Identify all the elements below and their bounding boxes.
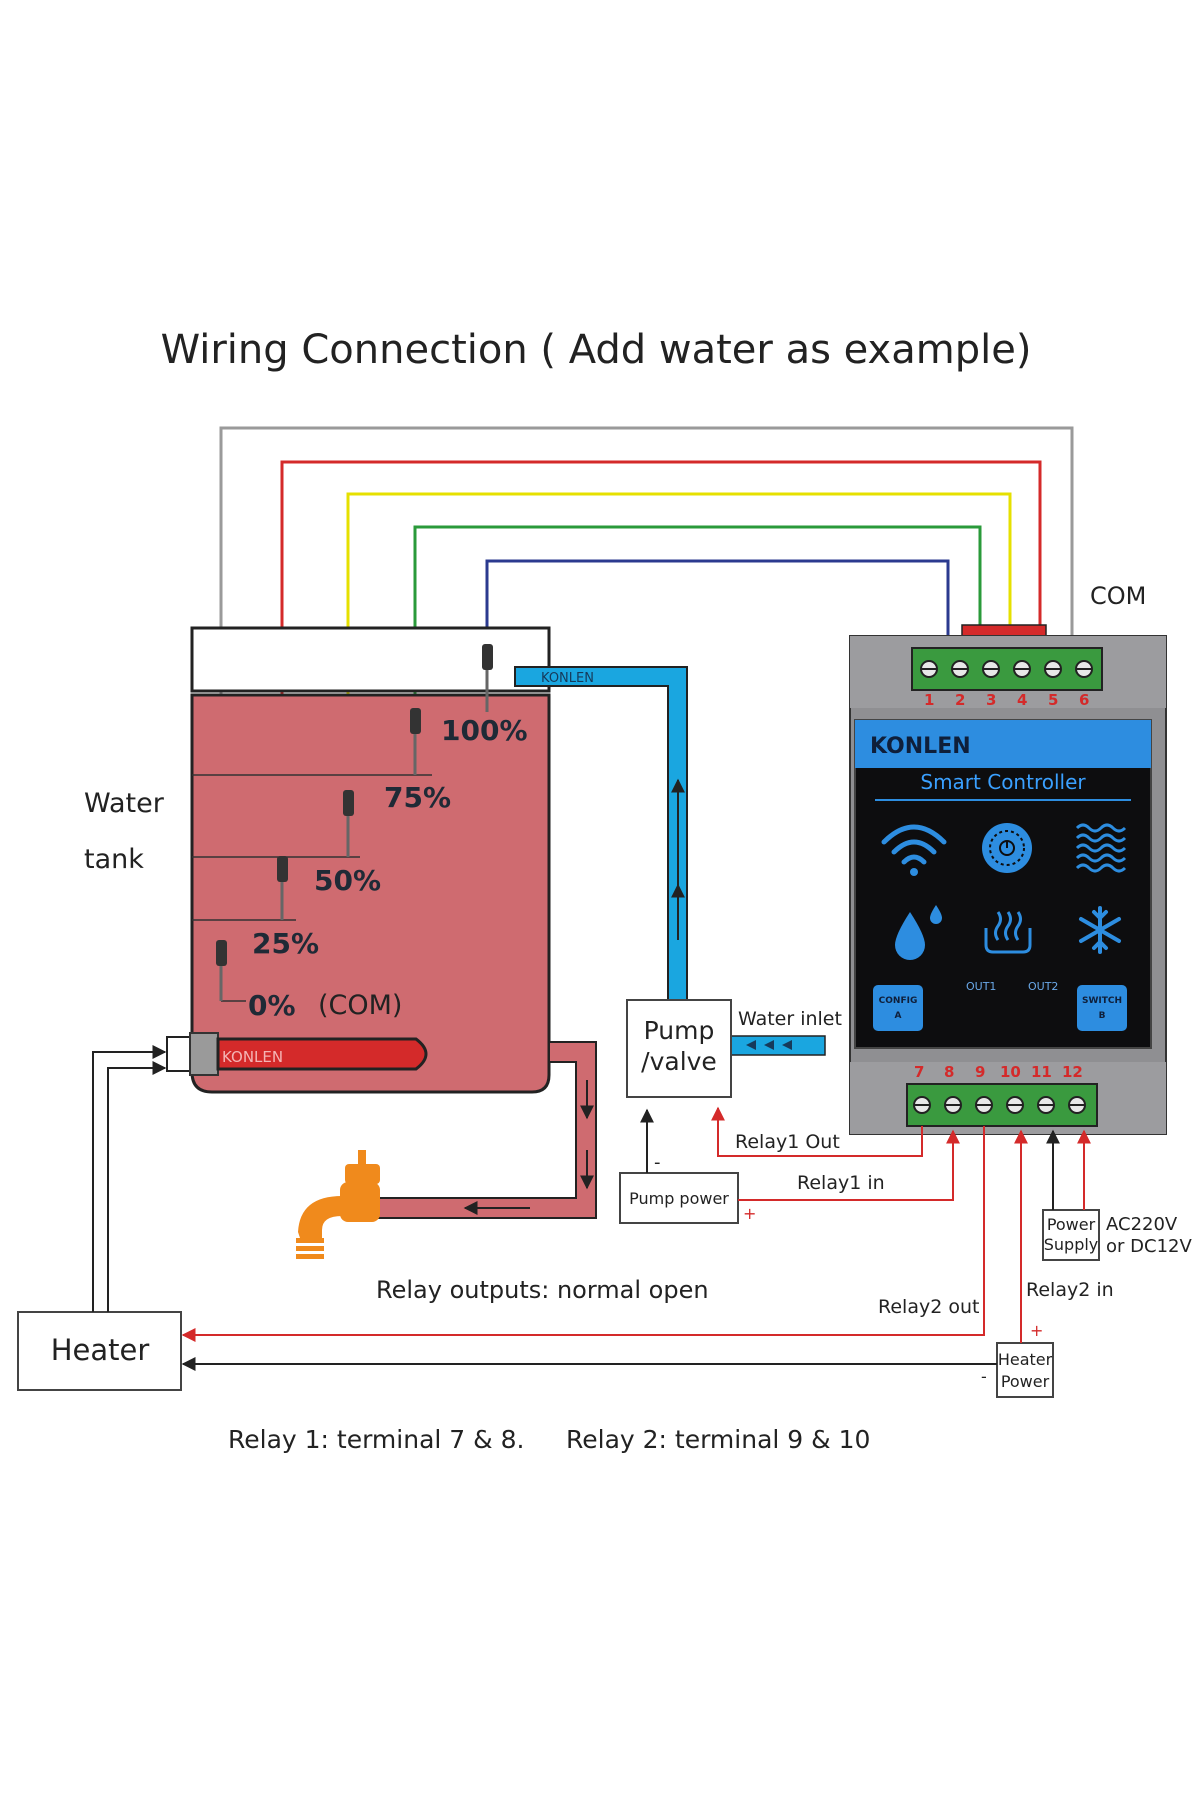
heater-feed-wiring [92,1045,167,1312]
level-100-label: 100% [441,714,528,747]
terminal-12: 12 [1062,1063,1083,1081]
config-a-button[interactable]: CONFIG A [873,985,923,1031]
heater-power-plus: + [1030,1321,1043,1340]
heater-label: Heater [51,1333,150,1367]
bottom-terminal-screws [913,1096,1086,1114]
out1-label: OUT1 [966,980,996,993]
smart-controller: 1 2 3 4 5 6 COM KONLEN Smart Controller [849,582,1167,1135]
terminal-11: 11 [1031,1063,1052,1081]
relay2-in-label: Relay2 in [1026,1279,1114,1301]
probe-75 [410,708,421,775]
diagram-title: Wiring Connection ( Add water as example… [161,327,1032,373]
relay1-wiring [640,1106,960,1201]
heater-power-box: Heater Power [996,1342,1054,1398]
level-50-label: 50% [314,864,381,897]
terminal-4: 4 [1017,691,1027,709]
terminal-5: 5 [1048,691,1058,709]
config-button-label: CONFIG [879,996,918,1006]
terminal-8: 8 [944,1063,954,1081]
pump-power-minus: - [654,1152,661,1173]
heater-box: Heater [17,1311,182,1391]
switch-b-button[interactable]: SWITCH B [1077,985,1127,1031]
faucet-icon [296,1150,380,1259]
heater-element: KONLEN [166,1032,428,1076]
tank-label-line2: tank [84,844,144,875]
terminal-10: 10 [1000,1063,1021,1081]
level-0-label: 0% [248,989,296,1022]
water-waves-icon [1075,823,1127,873]
config-button-letter: A [895,1011,902,1021]
pump-power-label: Pump power [629,1189,729,1208]
controller-subtitle: Smart Controller [920,770,1086,794]
level-com-suffix: (COM) [318,990,402,1021]
controller-brand: KONLEN [870,734,971,759]
relay2-wiring [181,1126,1028,1371]
probe-0 [216,940,227,1001]
pump-valve-box: Pump /valve [626,999,732,1098]
level-75-label: 75% [384,781,451,814]
relay-outputs-note: Relay outputs: normal open [376,1276,709,1304]
relay1-in-label: Relay1 in [797,1172,885,1194]
terminal-6: 6 [1079,691,1089,709]
power-spec-line2: or DC12V [1106,1236,1192,1257]
heating-icon [984,911,1032,954]
out2-label: OUT2 [1028,980,1058,993]
pump-label-line1: Pump [644,1016,715,1045]
timer-dial-icon [982,823,1032,873]
com-label: COM [1090,582,1146,610]
water-tank: 100% 75% 50% 25% 0% (COM) Water tank [84,626,551,1094]
terminal-7: 7 [914,1063,924,1081]
wifi-icon [881,824,947,876]
relay2-out-label: Relay2 out [878,1296,979,1318]
heater-power-line2: Power [1001,1372,1050,1391]
relay1-terminals-note: Relay 1: terminal 7 & 8. [228,1425,524,1454]
power-supply-box: Power Supply [1042,1209,1100,1261]
wire-blue-100 [485,559,950,660]
switch-button-label: SWITCH [1082,996,1122,1006]
inlet-brand: KONLEN [541,671,594,686]
terminal-9: 9 [975,1063,985,1081]
relay1-out-label: Relay1 Out [735,1131,840,1153]
pump-label-line2: /valve [641,1047,717,1076]
probe-25 [277,856,288,920]
snowflake-icon [1079,906,1121,954]
tank-label-line1: Water [84,788,165,819]
switch-button-letter: B [1099,1011,1106,1021]
level-25-label: 25% [252,927,319,960]
power-supply-wiring [1046,1129,1091,1210]
terminal-1: 1 [924,691,934,709]
terminal-3: 3 [986,691,996,709]
power-supply-line2: Supply [1044,1235,1099,1254]
power-spec-line1: AC220V [1106,1214,1178,1235]
probe-100 [482,644,493,712]
pump-power-box: Pump power [619,1172,739,1224]
relay2-terminals-note: Relay 2: terminal 9 & 10 [566,1425,870,1454]
heater-power-minus: - [981,1367,987,1386]
probe-50 [343,790,354,857]
inlet-pipe: KONLEN [514,666,826,1056]
heater-brand: KONLEN [222,1048,283,1066]
top-terminal-screws [920,660,1093,678]
water-inlet-label: Water inlet [738,1008,842,1030]
water-drop-icon [895,905,942,960]
power-supply-line1: Power [1047,1215,1096,1234]
pump-power-plus: + [743,1204,756,1223]
terminal-2: 2 [955,691,965,709]
heater-power-line1: Heater [998,1350,1053,1369]
